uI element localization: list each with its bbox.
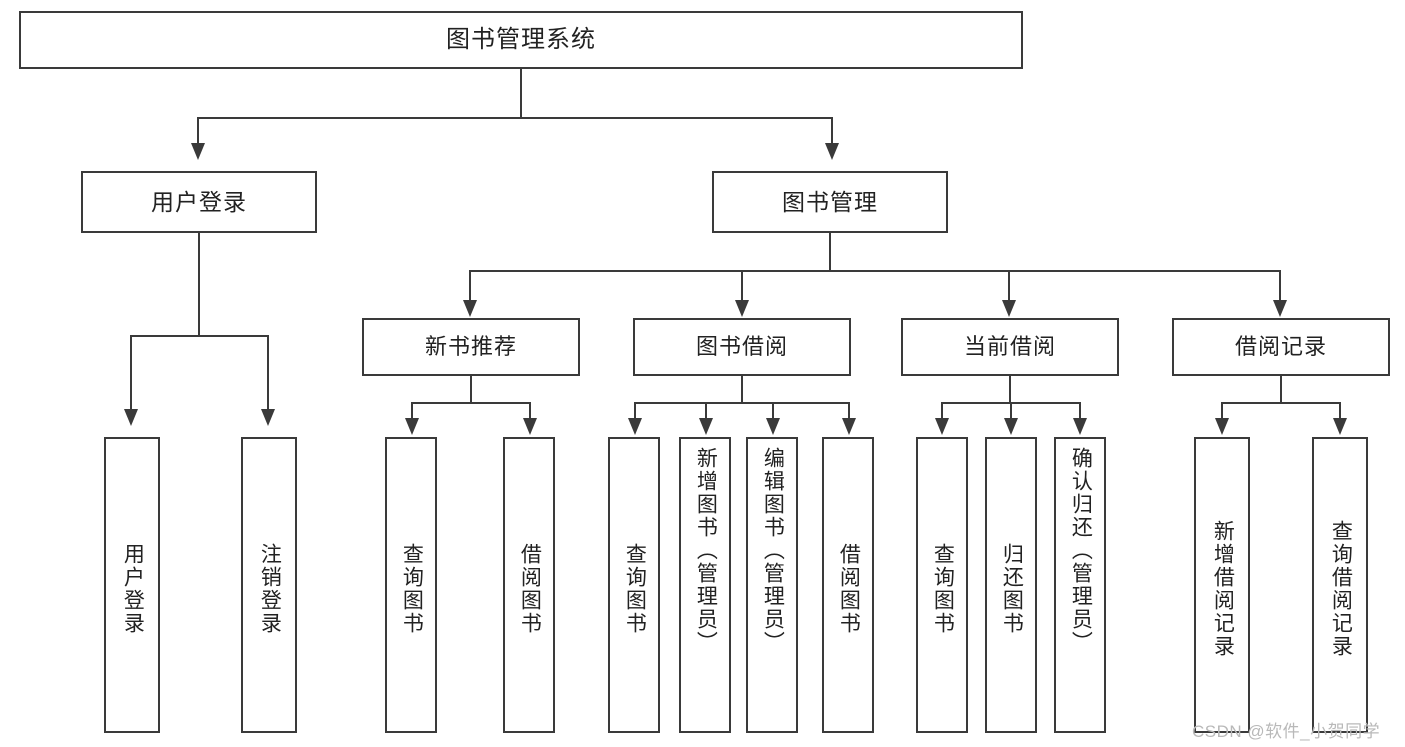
- node-label: 查询图书: [623, 543, 647, 635]
- connector-record-drop-1: [1221, 402, 1223, 420]
- connector-recommend-drop-2: [529, 402, 531, 420]
- leaf-current-query-book[interactable]: 查询图书: [916, 437, 968, 733]
- node-current-borrow[interactable]: 当前借阅: [901, 318, 1119, 376]
- arrowhead-leaf-borrow-book-2: [842, 418, 856, 435]
- node-new-book-recommend[interactable]: 新书推荐: [362, 318, 580, 376]
- connector-user-login-drop-2: [267, 335, 269, 411]
- arrowhead-leaf-user-login: [124, 409, 138, 426]
- node-label: 确认归还（管理员）: [1069, 447, 1093, 654]
- arrowhead-leaf-confirm-return: [1073, 418, 1087, 435]
- connector-record-bus: [1221, 402, 1341, 404]
- node-label: 注销登录: [258, 543, 282, 635]
- node-book-borrow[interactable]: 图书借阅: [633, 318, 851, 376]
- connector-record-stem: [1280, 376, 1282, 403]
- connector-current-drop-2: [1010, 402, 1012, 420]
- connector-root-drop-left: [197, 117, 199, 145]
- node-label: 归还图书: [1000, 543, 1024, 635]
- connector-borrow-drop-3: [772, 402, 774, 420]
- connector-borrow-bus: [634, 402, 850, 404]
- arrowhead-borrow-record: [1273, 300, 1287, 317]
- leaf-record-add-record[interactable]: 新增借阅记录: [1194, 437, 1250, 733]
- connector-root-drop-right: [831, 117, 833, 145]
- arrowhead-book-manage: [825, 143, 839, 160]
- connector-current-stem: [1009, 376, 1011, 403]
- arrowhead-leaf-add-book: [699, 418, 713, 435]
- node-label: 当前借阅: [963, 334, 1056, 360]
- arrowhead-current-borrow: [1002, 300, 1016, 317]
- node-label: 编辑图书（管理员）: [761, 447, 785, 654]
- arrowhead-leaf-query-book-1: [405, 418, 419, 435]
- node-label: 图书管理系统: [446, 26, 596, 53]
- leaf-current-return-book[interactable]: 归还图书: [985, 437, 1037, 733]
- node-label: 借阅图书: [518, 543, 542, 635]
- node-label: 新增借阅记录: [1211, 520, 1235, 658]
- node-user-login[interactable]: 用户登录: [81, 171, 317, 233]
- leaf-borrow-edit-book[interactable]: 编辑图书（管理员）: [746, 437, 798, 733]
- connector-user-login-stem: [198, 233, 200, 336]
- connector-level3-drop-3: [1008, 270, 1010, 302]
- node-label: 查询借阅记录: [1329, 520, 1353, 658]
- node-label: 借阅记录: [1234, 334, 1327, 360]
- connector-level3-drop-1: [469, 270, 471, 302]
- node-label: 用户登录: [151, 188, 247, 215]
- connector-user-login-drop-1: [130, 335, 132, 411]
- connector-root-stem: [520, 69, 522, 118]
- node-label: 查询图书: [931, 543, 955, 635]
- connector-book-manage-stem: [829, 233, 831, 271]
- connector-recommend-stem: [470, 376, 472, 403]
- connector-recommend-bus: [411, 402, 531, 404]
- arrowhead-leaf-query-record: [1333, 418, 1347, 435]
- leaf-recommend-query-book[interactable]: 查询图书: [385, 437, 437, 733]
- arrowhead-leaf-borrow-book-1: [523, 418, 537, 435]
- arrowhead-leaf-edit-book: [766, 418, 780, 435]
- leaf-user-login[interactable]: 用户登录: [104, 437, 160, 733]
- connector-current-drop-1: [941, 402, 943, 420]
- leaf-current-confirm-return[interactable]: 确认归还（管理员）: [1054, 437, 1106, 733]
- connector-recommend-drop-1: [411, 402, 413, 420]
- connector-book-manage-bus: [469, 270, 1281, 272]
- connector-root-bus: [197, 117, 833, 119]
- leaf-borrow-add-book[interactable]: 新增图书（管理员）: [679, 437, 731, 733]
- node-label: 新增图书（管理员）: [694, 447, 718, 654]
- connector-current-drop-3: [1079, 402, 1081, 420]
- leaf-logout[interactable]: 注销登录: [241, 437, 297, 733]
- connector-borrow-drop-4: [848, 402, 850, 420]
- node-label: 图书管理: [782, 188, 878, 215]
- node-label: 查询图书: [400, 543, 424, 635]
- leaf-record-query-record[interactable]: 查询借阅记录: [1312, 437, 1368, 733]
- leaf-borrow-query-book[interactable]: 查询图书: [608, 437, 660, 733]
- arrowhead-user-login: [191, 143, 205, 160]
- node-borrow-record[interactable]: 借阅记录: [1172, 318, 1390, 376]
- node-label: 借阅图书: [837, 543, 861, 635]
- arrowhead-leaf-return-book: [1004, 418, 1018, 435]
- arrowhead-new-book-recommend: [463, 300, 477, 317]
- leaf-recommend-borrow-book[interactable]: 借阅图书: [503, 437, 555, 733]
- leaf-borrow-borrow-book[interactable]: 借阅图书: [822, 437, 874, 733]
- connector-record-drop-2: [1339, 402, 1341, 420]
- node-root-system[interactable]: 图书管理系统: [19, 11, 1023, 69]
- connector-borrow-drop-2: [705, 402, 707, 420]
- arrowhead-leaf-logout: [261, 409, 275, 426]
- node-book-management[interactable]: 图书管理: [712, 171, 948, 233]
- arrowhead-leaf-query-book-3: [935, 418, 949, 435]
- arrowhead-leaf-add-record: [1215, 418, 1229, 435]
- connector-borrow-drop-1: [634, 402, 636, 420]
- arrowhead-book-borrow: [735, 300, 749, 317]
- node-label: 图书借阅: [695, 334, 788, 360]
- node-label: 新书推荐: [424, 334, 517, 360]
- node-label: 用户登录: [121, 543, 145, 635]
- connector-level3-drop-2: [741, 270, 743, 302]
- connector-level3-drop-4: [1279, 270, 1281, 302]
- connector-user-login-bus: [130, 335, 269, 337]
- arrowhead-leaf-query-book-2: [628, 418, 642, 435]
- connector-borrow-stem: [741, 376, 743, 403]
